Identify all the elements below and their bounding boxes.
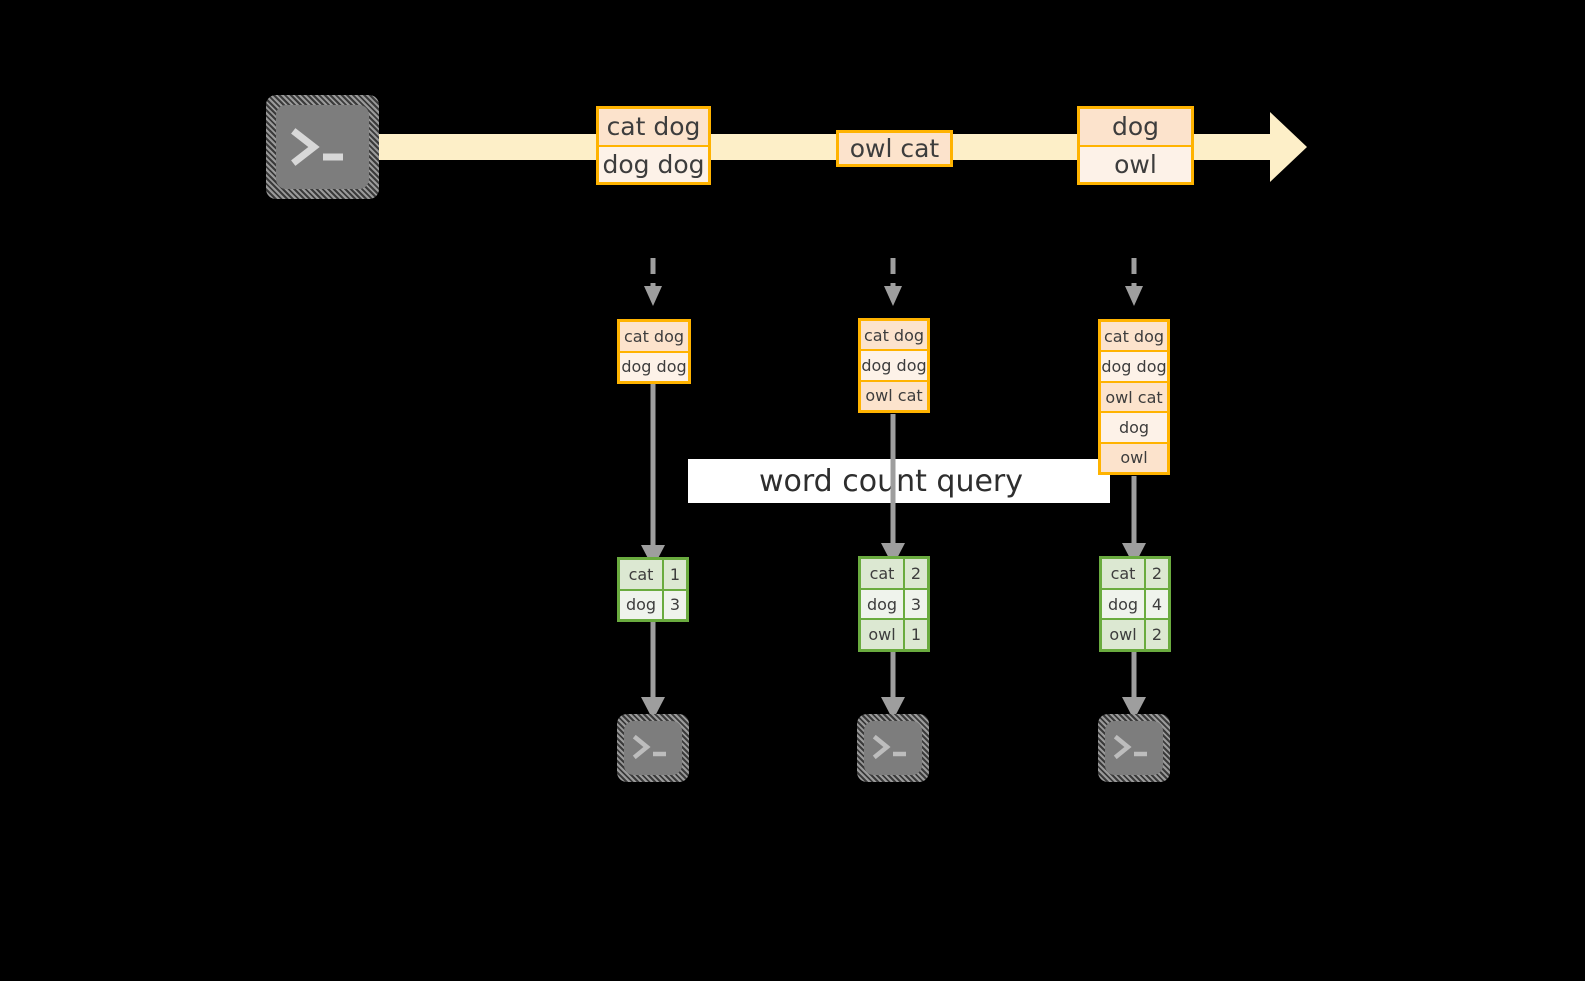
buffer-line: owl cat	[1101, 382, 1167, 414]
table-cell-count: 1	[669, 564, 681, 584]
stream-message-line: cat dog	[599, 109, 708, 147]
buffer-line: owl	[1101, 443, 1167, 473]
down-arrow-icon	[641, 622, 665, 720]
stream-message-line: owl cat	[839, 133, 950, 164]
word-count-table[interactable]: cat 1 dog 3	[617, 557, 689, 622]
stage-buffer-box[interactable]: cat dog dog dog owl cat	[858, 318, 930, 413]
table-cell-word: dog	[620, 590, 664, 619]
stage-buffer-box[interactable]: cat dog dog dog	[617, 319, 691, 384]
stream-message-box[interactable]: dog owl	[1077, 106, 1194, 185]
table-cell-count: 2	[1151, 563, 1163, 583]
table-cell-count: 1	[910, 625, 922, 645]
dashed-down-arrow-icon	[644, 258, 662, 306]
terminal-prompt-icon	[872, 734, 906, 760]
buffer-line: dog	[1101, 413, 1167, 444]
stream-message-box[interactable]: cat dog dog dog	[596, 106, 711, 185]
table-row: cat 2	[1102, 559, 1168, 590]
buffer-line: owl cat	[861, 381, 927, 410]
table-row: dog 3	[620, 590, 686, 619]
consumer-terminal-icon	[857, 714, 929, 782]
table-cell-count: 2	[1151, 625, 1163, 645]
terminal-prompt-icon	[1113, 734, 1147, 760]
table-row: owl 2	[1102, 620, 1168, 650]
word-count-table[interactable]: cat 2 dog 4 owl 2	[1099, 556, 1171, 652]
buffer-line: dog dog	[861, 351, 927, 382]
stream-message-line: owl	[1080, 146, 1191, 182]
table-cell-word: cat	[620, 560, 664, 589]
down-arrow-icon	[881, 652, 905, 720]
stream-message-line: dog dog	[599, 146, 708, 182]
table-row: cat 1	[620, 560, 686, 591]
stream-message-line: dog	[1080, 109, 1191, 147]
word-count-table[interactable]: cat 2 dog 3 owl 1	[858, 556, 930, 652]
table-row: dog 4	[1102, 589, 1168, 621]
terminal-prompt-icon	[291, 128, 343, 166]
buffer-line: cat dog	[620, 322, 688, 353]
table-cell-word: dog	[1102, 589, 1146, 619]
table-cell-word: owl	[1102, 620, 1146, 650]
dashed-down-arrow-icon	[884, 258, 902, 306]
down-arrow-icon	[641, 384, 665, 568]
table-row: owl 1	[861, 620, 927, 650]
table-row: dog 3	[861, 589, 927, 621]
buffer-line: cat dog	[861, 321, 927, 352]
stage-buffer-box[interactable]: cat dog dog dog owl cat dog owl	[1098, 319, 1170, 475]
down-arrow-icon	[1122, 652, 1146, 720]
terminal-body	[624, 721, 682, 775]
table-row: cat 2	[861, 559, 927, 590]
down-arrow-icon	[881, 414, 905, 566]
table-cell-count: 2	[910, 563, 922, 583]
table-cell-count: 3	[910, 594, 922, 614]
buffer-line: dog dog	[1101, 352, 1167, 383]
table-cell-word: dog	[861, 589, 905, 619]
dashed-down-arrow-icon	[1125, 258, 1143, 306]
table-cell-count: 4	[1151, 594, 1163, 614]
terminal-body	[276, 105, 369, 189]
down-arrow-icon	[1122, 476, 1146, 566]
terminal-body	[864, 721, 922, 775]
table-cell-word: cat	[1102, 559, 1146, 588]
table-cell-word: owl	[861, 620, 905, 650]
producer-terminal-icon	[266, 95, 379, 199]
buffer-line: dog dog	[620, 352, 688, 381]
table-cell-word: cat	[861, 559, 905, 588]
terminal-prompt-icon	[632, 734, 666, 760]
consumer-terminal-icon	[617, 714, 689, 782]
consumer-terminal-icon	[1098, 714, 1170, 782]
terminal-body	[1105, 721, 1163, 775]
stream-message-box[interactable]: owl cat	[836, 130, 953, 167]
table-cell-count: 3	[669, 595, 681, 615]
buffer-line: cat dog	[1101, 322, 1167, 353]
